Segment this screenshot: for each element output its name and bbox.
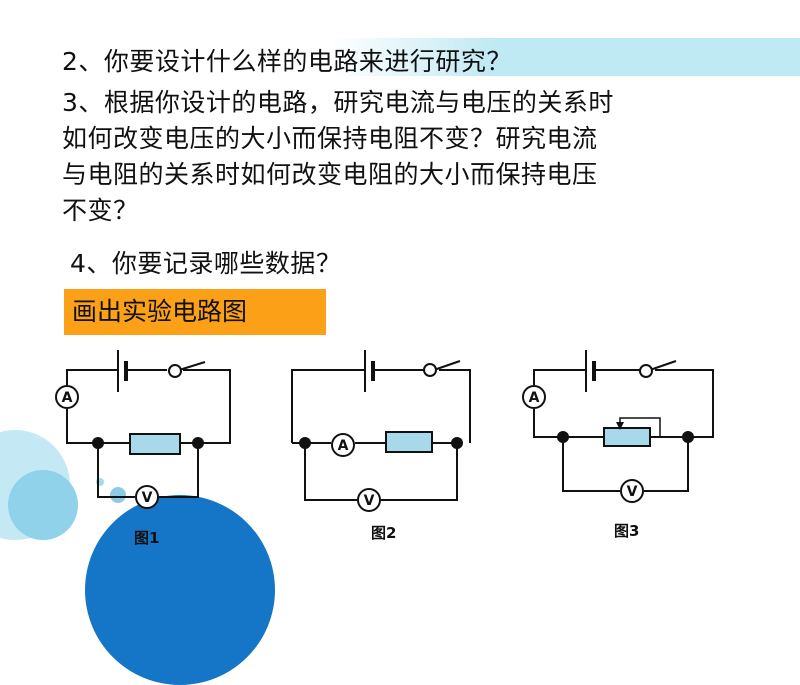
switch-contact-3 — [639, 364, 653, 378]
decor-circle-mid — [8, 470, 78, 540]
question-4: 4、你要记录哪些数据？ — [70, 249, 342, 278]
junction-dot — [451, 437, 463, 449]
question-3-line-2: 如何改变电压的大小而保持电阻不变？研究电流 — [62, 124, 598, 153]
question-3-line-3: 与电阻的关系时如何改变电阻的大小而保持电压 — [62, 160, 598, 189]
voltmeter-label: V — [142, 490, 153, 506]
ammeter-label: A — [62, 390, 73, 406]
resistor-2 — [385, 431, 433, 453]
junction-dot — [557, 431, 569, 443]
voltmeter-3 — [620, 479, 644, 503]
ammeter-3 — [522, 385, 546, 409]
task-label: 画出实验电路图 — [64, 289, 326, 335]
ammeter-label: A — [529, 390, 540, 406]
figure-2-caption: 图2 — [371, 524, 397, 542]
junction-dot — [192, 437, 204, 449]
junction-dot — [92, 437, 104, 449]
ammeter-1 — [55, 385, 79, 409]
voltmeter-label: V — [364, 493, 375, 509]
ammeter-label: A — [338, 438, 349, 454]
ammeter-2 — [331, 433, 355, 457]
junction-dot — [299, 437, 311, 449]
circuit-diagrams: A V A V A V — [55, 350, 714, 512]
switch-contact-1 — [168, 364, 182, 378]
figure-1-caption: 图1 — [134, 529, 160, 547]
voltmeter-2 — [357, 488, 381, 512]
question-3-line-4: 不变？ — [62, 196, 139, 225]
question-2: 2、你要设计什么样的电路来进行研究？ — [62, 47, 512, 76]
circuit-figure-1 — [55, 350, 231, 509]
resistor-1 — [129, 433, 181, 455]
rheostat-3 — [603, 427, 651, 447]
decor-dot-1 — [110, 487, 126, 503]
voltmeter-1 — [135, 485, 159, 509]
circuit-figure-2 — [291, 350, 471, 512]
circuit-figure-3 — [522, 350, 714, 503]
switch-contact-2 — [423, 363, 437, 377]
title-band — [330, 38, 800, 76]
question-3-line-1: 3、根据你设计的电路，研究电流与电压的关系时 — [62, 88, 614, 117]
figure-3-caption: 图3 — [614, 522, 640, 540]
decor-dot-2 — [96, 478, 104, 486]
rheostat-slider-arrow — [616, 422, 624, 430]
junction-dot — [682, 431, 694, 443]
voltmeter-label: V — [627, 484, 638, 500]
